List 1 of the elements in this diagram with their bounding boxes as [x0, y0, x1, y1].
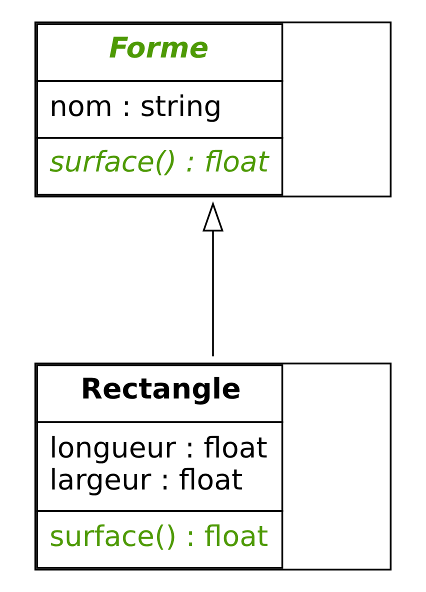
arrow — [202, 201, 224, 356]
